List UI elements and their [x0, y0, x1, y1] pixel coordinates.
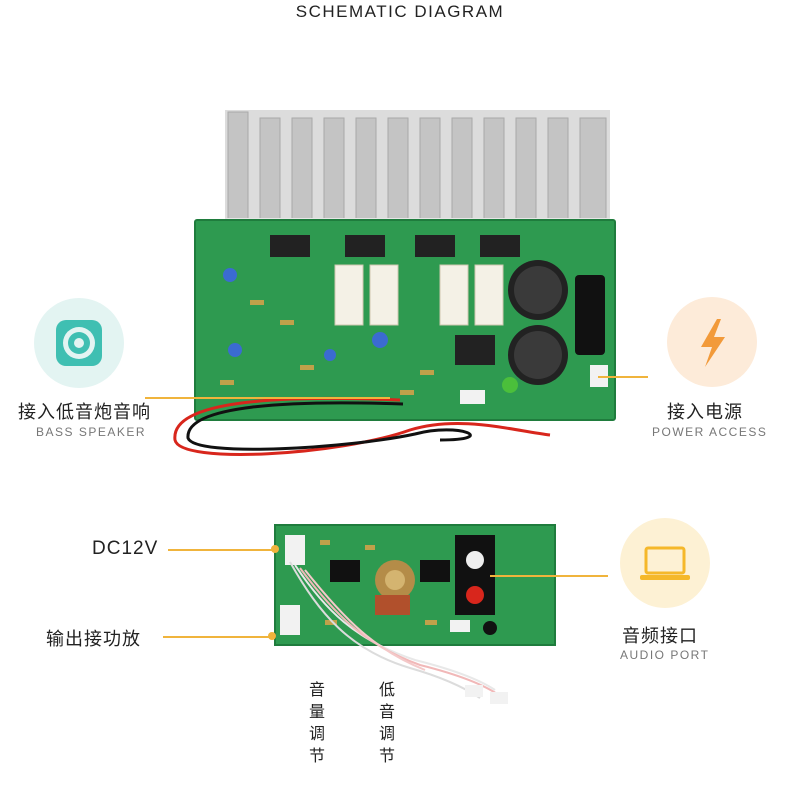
speaker-icon-circle — [34, 298, 124, 388]
audio-label-en: AUDIO PORT — [620, 648, 710, 662]
lightning-icon — [701, 319, 725, 367]
bass-speaker-label-cn: 接入低音炮音响 — [18, 402, 151, 422]
bass-speaker-label-en: BASS SPEAKER — [36, 425, 147, 439]
output-lead-line — [163, 636, 271, 638]
power-lead-line — [598, 376, 648, 378]
power-icon-circle — [667, 297, 757, 387]
output-lead-dot — [268, 632, 276, 640]
volume-adjust-label: 音量调节 — [308, 682, 325, 765]
audio-icon-circle — [620, 518, 710, 608]
bass-speaker-lead-line — [145, 397, 390, 399]
bass-adjust-label: 低音调节 — [378, 682, 395, 765]
dc-lead-dot — [271, 545, 279, 553]
audio-label-cn: 音频接口 — [622, 626, 698, 646]
page-title: SCHEMATIC DIAGRAM — [295, 2, 505, 21]
power-label-en: POWER ACCESS — [652, 425, 768, 439]
control-board-illustration — [274, 524, 556, 704]
amplifier-board-illustration — [173, 110, 616, 456]
audio-lead-line — [490, 575, 608, 577]
dc-lead-line — [168, 549, 274, 551]
output-label-cn: 输出接功放 — [46, 629, 141, 649]
dc-voltage-label: DC12V — [92, 538, 159, 559]
speaker-icon — [56, 320, 102, 366]
power-label-cn: 接入电源 — [667, 402, 743, 422]
laptop-icon — [640, 546, 690, 580]
